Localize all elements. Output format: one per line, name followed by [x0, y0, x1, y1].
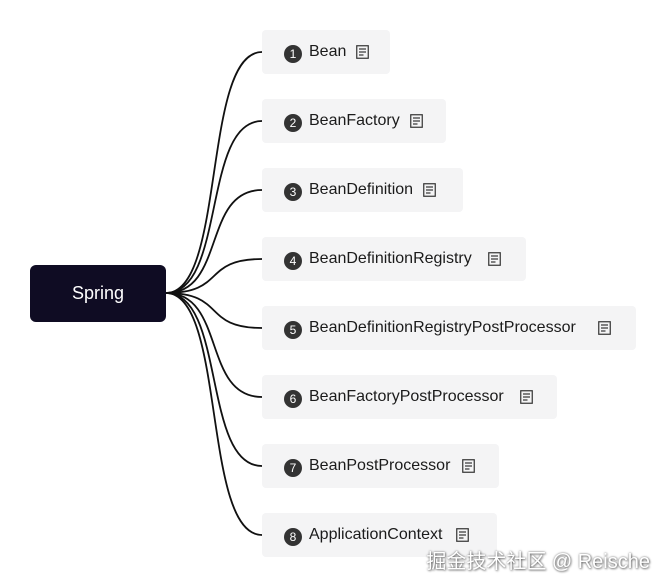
note-icon[interactable]	[519, 390, 533, 404]
node-number-badge: 7	[284, 459, 302, 477]
node-label: BeanPostProcessor	[309, 457, 451, 474]
connector-line-7	[165, 292, 263, 467]
node-label: BeanDefinitionRegistryPostProcessor	[309, 319, 576, 336]
connector-line-6	[165, 292, 263, 398]
connector-line-8	[165, 292, 263, 536]
note-icon[interactable]	[423, 183, 436, 197]
node-number-badge: 4	[284, 252, 302, 270]
note-icon[interactable]	[487, 252, 501, 266]
note-icon[interactable]	[462, 459, 476, 473]
node-label: BeanFactory	[309, 112, 400, 129]
connector-line-4	[165, 258, 263, 294]
connector-line-5	[165, 292, 263, 329]
node-label: BeanDefinitionRegistry	[309, 250, 472, 267]
node-beandefinitionregistrypostprocessor[interactable]: 5 BeanDefinitionRegistryPostProcessor	[262, 306, 636, 350]
node-label: BeanDefinition	[309, 181, 414, 198]
node-label: Bean	[309, 43, 347, 60]
node-number-badge: 3	[284, 183, 302, 201]
node-number-badge: 8	[284, 528, 302, 546]
note-icon[interactable]	[409, 114, 423, 128]
node-number-badge: 6	[284, 390, 302, 408]
node-beanfactory[interactable]: 2 BeanFactory	[262, 99, 446, 143]
node-applicationcontext[interactable]: 8 ApplicationContext	[262, 513, 497, 557]
root-node[interactable]: Spring	[30, 265, 166, 322]
connector-line-1	[165, 51, 263, 294]
connector-line-2	[165, 120, 263, 294]
note-icon[interactable]	[597, 321, 611, 335]
node-beanpostprocessor[interactable]: 7 BeanPostProcessor	[262, 444, 499, 488]
node-number-badge: 5	[284, 321, 302, 339]
node-label: BeanFactoryPostProcessor	[309, 388, 504, 405]
note-icon[interactable]	[456, 528, 470, 542]
node-number-badge: 1	[284, 45, 302, 63]
node-label: ApplicationContext	[309, 526, 443, 543]
watermark: 掘金技术社区 @ Reische	[426, 551, 650, 573]
note-icon[interactable]	[356, 45, 370, 59]
node-bean[interactable]: 1 Bean	[262, 30, 390, 74]
node-beandefinitionregistry[interactable]: 4 BeanDefinitionRegistry	[262, 237, 526, 281]
connector-line-3	[165, 189, 263, 294]
node-number-badge: 2	[284, 114, 302, 132]
node-beandefinition[interactable]: 3 BeanDefinition	[262, 168, 463, 212]
root-label: Spring	[71, 283, 125, 303]
node-beanfactorypostprocessor[interactable]: 6 BeanFactoryPostProcessor	[262, 375, 557, 419]
